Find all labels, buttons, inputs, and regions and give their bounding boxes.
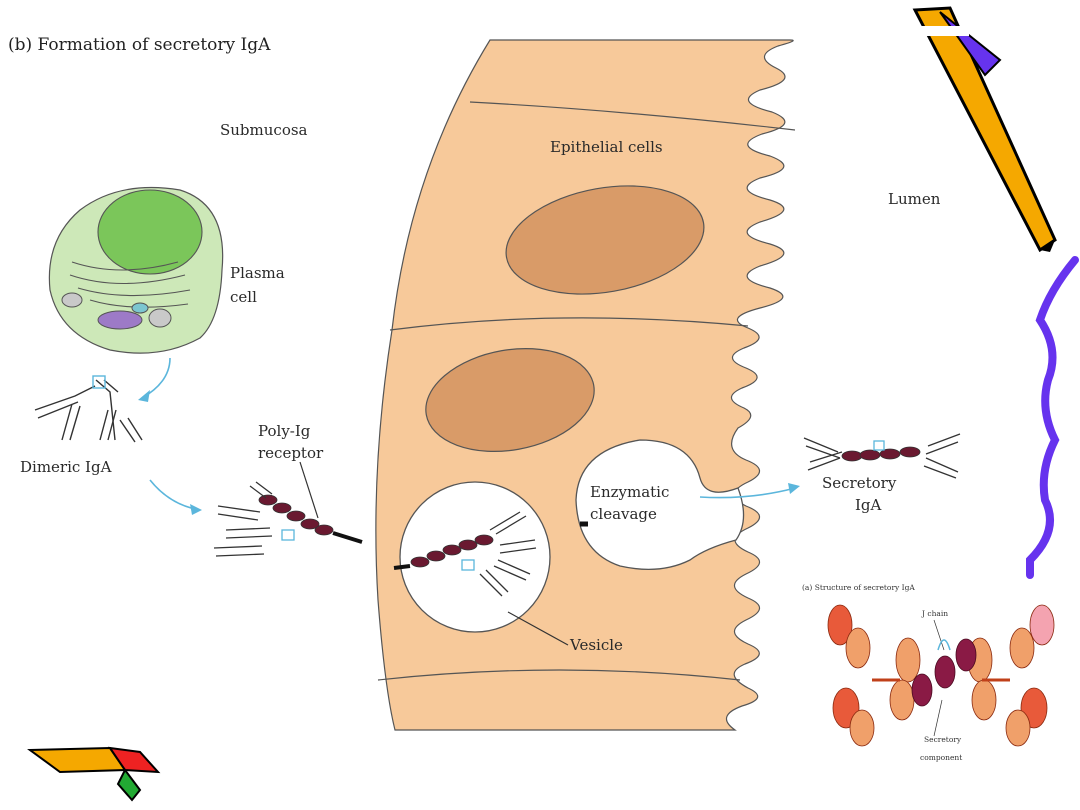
- inset-structure: (a) Structure of secretory IgA J chain S…: [796, 576, 1080, 776]
- label-poly-ig-1: Poly-Ig: [258, 422, 311, 440]
- label-plasma-cell-2: cell: [230, 288, 257, 306]
- epithelial-nucleus-upper: [505, 185, 705, 295]
- arrow-head-2: [190, 504, 202, 515]
- label-vesicle: Vesicle: [569, 636, 623, 654]
- cleavage-vesicle: [575, 439, 745, 570]
- poly-ig-receptor-complex: [213, 481, 363, 557]
- label-secretory-2: IgA: [855, 496, 882, 514]
- purple-squiggle: [1026, 256, 1079, 579]
- label-plasma-cell-1: Plasma: [230, 264, 285, 282]
- epithelium: [375, 39, 796, 731]
- inset-secretory-2: component: [920, 753, 962, 762]
- inset-title: (a) Structure of secretory IgA: [802, 583, 915, 592]
- arrow-head-3: [788, 483, 800, 494]
- dimeric-iga-molecule: [34, 375, 143, 443]
- inset-secretory-1: Secretory: [924, 735, 962, 744]
- secretory-iga-molecule: [803, 433, 961, 479]
- label-dimeric-iga: Dimeric IgA: [20, 458, 112, 476]
- arrow-head-1: [138, 390, 150, 402]
- label-poly-ig-2: receptor: [258, 444, 324, 462]
- label-enzymatic-1: Enzymatic: [590, 483, 669, 501]
- inset-j-chain: J chain: [921, 609, 948, 618]
- label-secretory-1: Secretory: [822, 474, 897, 492]
- plasma-nucleus: [97, 189, 203, 275]
- vesicle-receptor-complex: [393, 511, 537, 597]
- epithelial-nucleus-lower: [425, 347, 595, 453]
- vesicle-circle: [399, 481, 551, 633]
- slide-title: (b) Formation of secretory IgA: [8, 35, 271, 55]
- pencil-top-right: [912, 6, 1057, 253]
- vesicle-leader: [507, 611, 569, 646]
- pencil-bottom-left: [27, 746, 161, 802]
- label-enzymatic-2: cleavage: [590, 505, 657, 523]
- label-lumen: Lumen: [888, 190, 941, 208]
- poly-ig-leader: [299, 461, 319, 519]
- label-epithelial-cells: Epithelial cells: [550, 138, 663, 156]
- label-submucosa: Submucosa: [220, 121, 308, 139]
- plasma-cell: [48, 186, 224, 354]
